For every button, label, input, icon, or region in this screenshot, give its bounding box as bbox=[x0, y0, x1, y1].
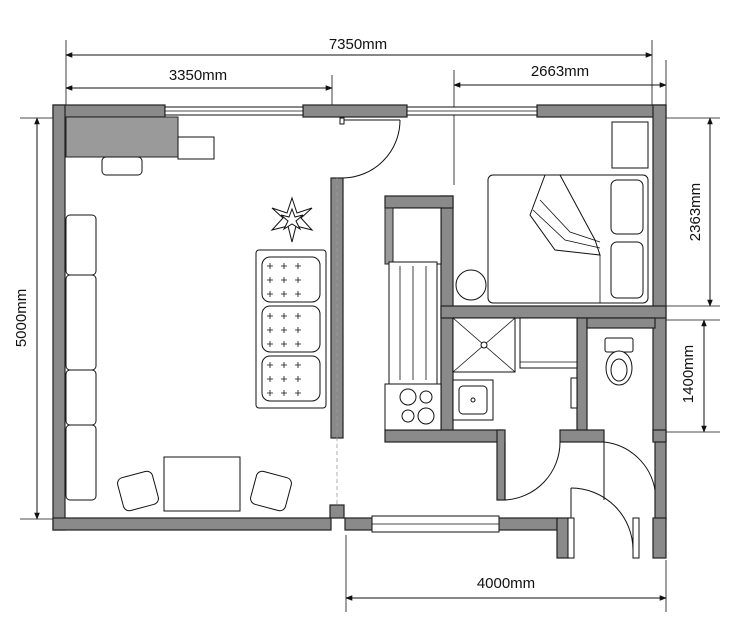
sofa-tuft bbox=[267, 291, 273, 297]
desk bbox=[65, 116, 215, 176]
sofa-tuft bbox=[295, 390, 301, 396]
toilet-icon bbox=[604, 337, 634, 386]
entry-width-label: 4000mm bbox=[477, 575, 535, 592]
shower bbox=[452, 317, 516, 373]
bedroom-height-label: 2363mm bbox=[687, 183, 704, 241]
windows bbox=[164, 106, 538, 533]
dimension-total-width: 7350mm bbox=[65, 36, 653, 105]
dimension-bathroom-height: 1400mm bbox=[660, 319, 720, 433]
dimension-bedroom-width: 2663mm bbox=[453, 60, 667, 185]
sofa-tuft bbox=[267, 376, 273, 382]
plant-icon bbox=[270, 196, 314, 243]
sofa-tuft bbox=[267, 263, 273, 269]
sofa-tuft bbox=[281, 291, 287, 297]
sofa-tuft bbox=[267, 313, 273, 319]
coffee-table bbox=[163, 456, 241, 512]
dimension-bedroom-height: 2363mm bbox=[655, 117, 720, 307]
sofa-tuft bbox=[281, 390, 287, 396]
sofa-left bbox=[65, 214, 97, 501]
doors bbox=[336, 117, 656, 559]
washing-machine bbox=[519, 317, 578, 369]
sofa-tuft bbox=[295, 263, 301, 269]
sofa-tuft bbox=[267, 277, 273, 283]
dimension-living-width: 3350mm bbox=[65, 67, 333, 105]
sofa-tuft bbox=[295, 277, 301, 283]
sofa-tuft bbox=[295, 291, 301, 297]
sofa-tuft bbox=[267, 341, 273, 347]
sofa-tuft bbox=[295, 313, 301, 319]
sofa-tuft bbox=[281, 341, 287, 347]
sofa-tuft bbox=[267, 362, 273, 368]
sofa-tuft bbox=[295, 376, 301, 382]
bathroom-height-label: 1400mm bbox=[680, 345, 697, 403]
sink-icon bbox=[452, 379, 494, 421]
total-height-label: 5000mm bbox=[13, 289, 30, 347]
dimension-entry-width: 4000mm bbox=[345, 535, 667, 612]
sofa-tuft bbox=[295, 327, 301, 333]
armchair-left bbox=[117, 470, 159, 512]
sofa-tuft bbox=[267, 327, 273, 333]
wardrobe bbox=[611, 121, 649, 169]
bed bbox=[487, 174, 649, 304]
sofa-tuft bbox=[281, 376, 287, 382]
sofa-tuft bbox=[281, 263, 287, 269]
total-width-label: 7350mm bbox=[329, 36, 387, 53]
dimension-total-height: 5000mm bbox=[13, 117, 55, 520]
sofa-tuft bbox=[295, 341, 301, 347]
sofa-tuft bbox=[281, 327, 287, 333]
bedroom-width-label: 2663mm bbox=[531, 63, 589, 80]
stool bbox=[455, 269, 487, 301]
sofa-center bbox=[255, 249, 327, 409]
sofa-tuft bbox=[281, 277, 287, 283]
stove-icon bbox=[399, 388, 435, 425]
living-width-label: 3350mm bbox=[169, 67, 227, 84]
sofa-tuft bbox=[267, 390, 273, 396]
towel-rail bbox=[570, 377, 578, 409]
armchair-right bbox=[250, 470, 292, 512]
sofa-tuft bbox=[281, 313, 287, 319]
sofa-tuft bbox=[295, 362, 301, 368]
sofa-tuft bbox=[281, 362, 287, 368]
